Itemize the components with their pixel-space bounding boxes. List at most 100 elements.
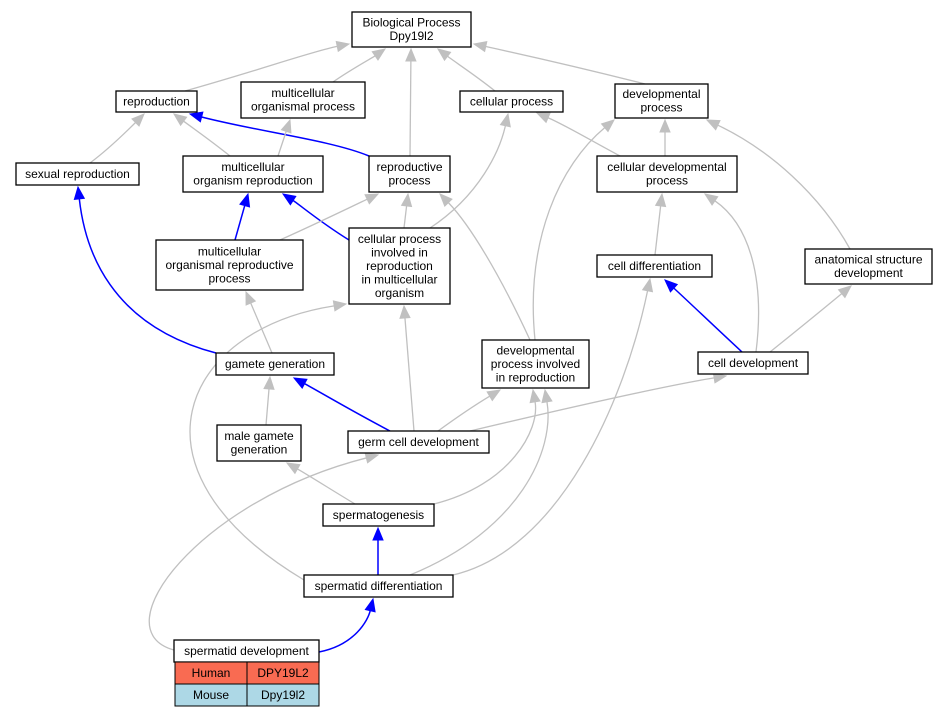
edge-line (78, 198, 217, 354)
arrowhead-icon (292, 377, 308, 389)
node-box[interactable] (240, 81, 366, 119)
arrowhead-icon (335, 40, 351, 53)
arrowhead-icon (436, 48, 452, 62)
node-label-line: developmental (622, 87, 700, 101)
node-label-line: process (208, 271, 250, 285)
arrowhead-icon (364, 597, 376, 613)
arrowhead-icon (364, 193, 380, 205)
node-label-line: involved in (371, 245, 428, 259)
go-term-node-gamgen[interactable]: gamete generation (215, 352, 335, 376)
node-label-line: developmental (496, 343, 574, 357)
arrowhead-icon (263, 375, 275, 390)
edge-devproc-to-bp (472, 41, 646, 85)
node-box[interactable] (15, 162, 140, 186)
edge-line (485, 45, 646, 85)
node-box[interactable] (155, 239, 304, 291)
edge-sdiff-to-spermgen (372, 526, 384, 575)
arrowhead-icon (664, 279, 679, 293)
go-term-node-celldiff[interactable]: cell differentiation (596, 254, 713, 278)
node-label-line: gamete generation (225, 357, 325, 371)
edge-line (89, 122, 136, 164)
arrowhead-icon (703, 193, 719, 206)
node-box[interactable] (215, 352, 335, 376)
edge-cpir-to-cellproc (429, 112, 511, 229)
edge-line (447, 55, 496, 92)
go-term-node-spermgen[interactable]: spermatogenesis (322, 503, 435, 527)
edge-line (409, 60, 412, 157)
node-label-line: Biological Process (362, 16, 460, 30)
legend-mouse-gene-cell (246, 683, 320, 707)
edge-spermgen-to-mgg (285, 462, 356, 505)
edge-celldev-to-celldevproc (703, 193, 760, 353)
node-label-line: cell development (708, 356, 799, 370)
arrowhead-icon (364, 452, 380, 464)
node-box[interactable] (322, 503, 435, 527)
arrowhead-icon (600, 119, 615, 133)
node-box[interactable] (115, 90, 198, 113)
node-box[interactable] (481, 339, 590, 389)
edge-line (183, 120, 231, 157)
arrowhead-icon (188, 111, 204, 123)
go-term-node-reproduction[interactable]: reproduction (115, 90, 198, 113)
edge-morp-to-repproc (279, 193, 380, 241)
arrowhead-icon (486, 389, 502, 402)
node-label-line: spermatid differentiation (315, 579, 443, 593)
go-term-node-sdev[interactable]: spermatid development (173, 639, 320, 663)
edge-line (332, 55, 376, 83)
go-term-node-celldev[interactable]: cell development (697, 351, 809, 375)
edge-cpir-to-mor (281, 193, 350, 241)
node-box[interactable] (303, 574, 454, 598)
edge-cpir-to-repproc (400, 192, 413, 229)
node-box[interactable] (596, 155, 738, 193)
go-term-node-sdiff[interactable]: spermatid differentiation (303, 574, 454, 598)
edge-line (265, 388, 270, 426)
node-box[interactable] (596, 254, 713, 278)
node-box[interactable] (347, 430, 490, 454)
arrowhead-icon (372, 526, 384, 541)
node-label-line: multicellular (221, 160, 284, 174)
node-box[interactable] (614, 83, 709, 119)
edge-reproduction-to-bp (184, 40, 351, 92)
node-label-line: reproduction (123, 94, 190, 108)
edge-gcd-to-dpir (437, 389, 502, 432)
node-label-line: Dpy19l2 (389, 29, 433, 43)
edge-sdiff-to-dpir (409, 388, 553, 576)
node-box[interactable] (351, 11, 472, 48)
edge-line (714, 200, 760, 353)
node-box[interactable] (368, 155, 451, 193)
edge-line (201, 116, 370, 157)
go-term-node-gcd[interactable]: germ cell development (347, 430, 490, 454)
node-box[interactable] (216, 424, 302, 462)
arrowhead-icon (245, 290, 257, 306)
arrowhead-icon (499, 112, 511, 128)
go-term-node-sexrep[interactable]: sexual reproduction (15, 162, 140, 186)
edge-line (429, 125, 507, 229)
node-box[interactable] (348, 227, 451, 305)
arrowhead-icon (659, 118, 671, 133)
node-box[interactable] (182, 155, 324, 193)
node-box[interactable] (804, 248, 933, 285)
node-label-line: cellular developmental (607, 160, 726, 174)
node-label-line: process (388, 174, 430, 188)
edge-celldevproc-to-devproc (659, 118, 671, 156)
arrowhead-icon (837, 285, 853, 299)
node-label-line: development (834, 266, 903, 280)
edge-line (250, 302, 273, 354)
legend-human-species: Human (192, 666, 231, 680)
arrowhead-icon (239, 192, 251, 208)
node-box[interactable] (459, 90, 564, 113)
node-label-line: generation (231, 443, 288, 457)
node-box[interactable] (697, 351, 809, 375)
go-term-node-cellproc[interactable]: cellular process (459, 90, 564, 113)
